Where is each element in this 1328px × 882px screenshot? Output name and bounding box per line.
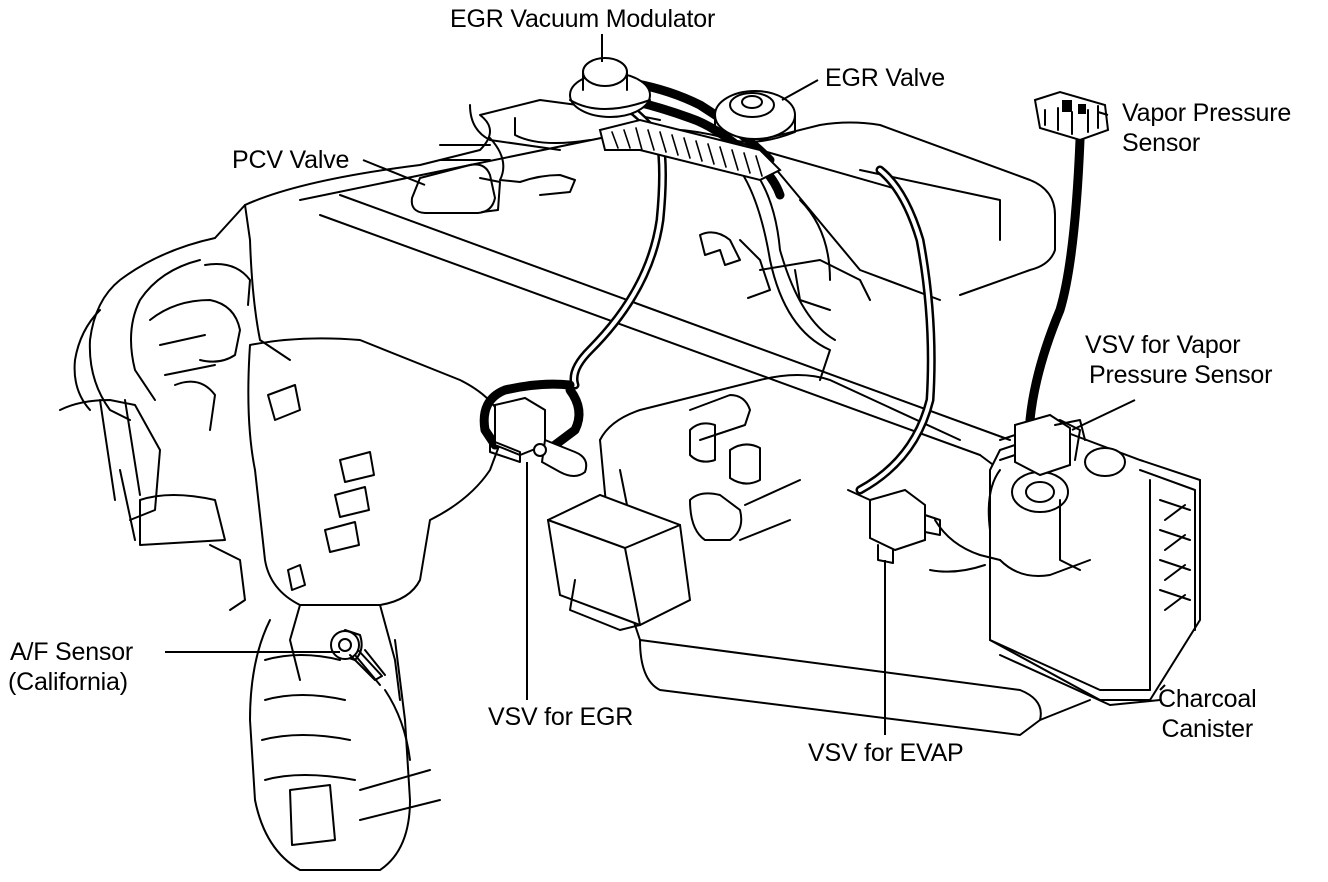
vapor-pressure-sensor-label: Vapor Pressure Sensor xyxy=(1122,99,1292,157)
pcv-valve-assembly xyxy=(410,137,576,214)
relay-box xyxy=(546,493,692,631)
timing-cover xyxy=(247,337,506,701)
af-sensor-label: A/F Sensor (California) xyxy=(8,638,134,696)
vsv-vapor-pressure-part xyxy=(999,413,1086,477)
intake-runners xyxy=(59,237,251,611)
vsv-evap-label: VSV for EVAP xyxy=(808,739,964,767)
charcoal-canister-label: Charcoal Canister xyxy=(1158,685,1257,743)
vsv-egr-part xyxy=(489,396,588,477)
egr-adapter-plate xyxy=(598,118,782,182)
egr-valve-label: EGR Valve xyxy=(825,64,946,92)
vapor-pressure-sensor-part xyxy=(1033,90,1110,142)
egr-valve-part xyxy=(714,90,796,143)
egr-vacuum-modulator-part xyxy=(569,57,651,118)
vsv-egr-label: VSV for EGR xyxy=(488,703,634,731)
egr-vacuum-modulator-label: EGR Vacuum Modulator xyxy=(450,5,716,33)
leader-lines xyxy=(165,34,1166,735)
exhaust-manifold xyxy=(249,619,441,871)
vsv-evap-part xyxy=(847,488,941,564)
vsv-vapor-pressure-sensor-label: VSV for Vapor Pressure Sensor xyxy=(1085,331,1273,389)
pcv-valve-label: PCV Valve xyxy=(232,146,350,174)
charcoal-canister-body xyxy=(987,419,1201,706)
